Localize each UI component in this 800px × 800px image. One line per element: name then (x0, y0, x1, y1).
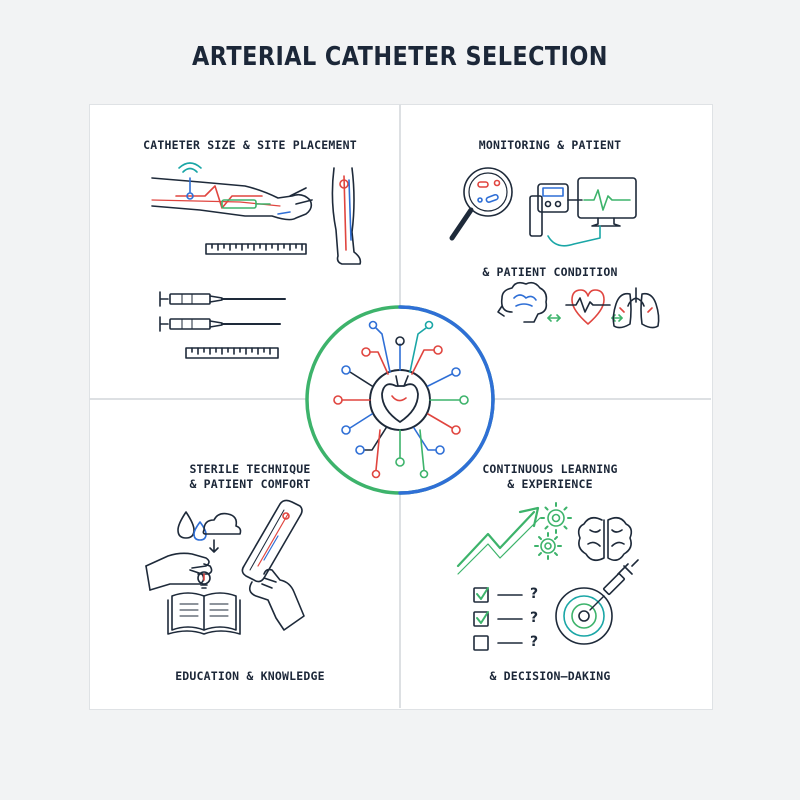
label-decision-making: & DECISION–DAKING (489, 669, 611, 683)
syringe-icon (159, 291, 286, 307)
label-learning-line1: CONTINUOUS LEARNING (482, 462, 618, 476)
label-sterile-line2: & PATIENT COMFORT (189, 477, 311, 491)
page-title: ARTERIAL CATHETER SELECTION (192, 42, 608, 72)
gear-icon (534, 532, 562, 560)
brain-icon (497, 281, 548, 323)
leg-icon (331, 167, 362, 265)
ruler-icon (205, 243, 307, 255)
target-icon (555, 587, 613, 645)
lungs-icon (612, 287, 660, 329)
checklist (473, 587, 523, 651)
label-catheter-size: CATHETER SIZE & SITE PLACEMENT (143, 138, 357, 152)
checklist-mark-3: ? (530, 634, 539, 650)
gear-icon (540, 502, 572, 534)
brain-icon (577, 516, 633, 562)
water-drop-icon (177, 511, 207, 541)
arm-icon (151, 162, 313, 221)
trend-arrow-icon (456, 506, 541, 575)
label-learning-line2: & EXPERIENCE (507, 477, 593, 491)
magnifier-icon (449, 167, 513, 241)
label-continuous-learning: CONTINUOUS LEARNING & EXPERIENCE (400, 462, 700, 492)
lightbulb-icon (197, 571, 211, 589)
label-education: EDUCATION & KNOWLEDGE (175, 669, 325, 683)
heart-monitor-icon (547, 177, 637, 247)
checklist-mark-2: ? (530, 610, 539, 626)
label-monitoring: MONITORING & PATIENT (478, 138, 622, 152)
heart-pulse-icon (565, 289, 611, 325)
syringe-icon (589, 559, 639, 611)
book-icon (167, 592, 241, 635)
arrow-icon (547, 314, 561, 322)
catheter-package-icon (241, 499, 303, 583)
syringe-icon (159, 316, 281, 332)
infusion-pump-icon (529, 183, 583, 237)
checklist-mark-1: ? (530, 586, 539, 602)
center-circuit-emblem (305, 305, 495, 495)
label-sterile-line1: STERILE TECHNIQUE (189, 462, 311, 476)
label-patient-condition: & PATIENT CONDITION (482, 265, 618, 279)
label-sterile-technique: STERILE TECHNIQUE & PATIENT COMFORT (100, 462, 400, 492)
ruler-icon (185, 347, 279, 359)
cloud-icon (202, 512, 242, 553)
gloved-hand-icon (248, 568, 305, 631)
